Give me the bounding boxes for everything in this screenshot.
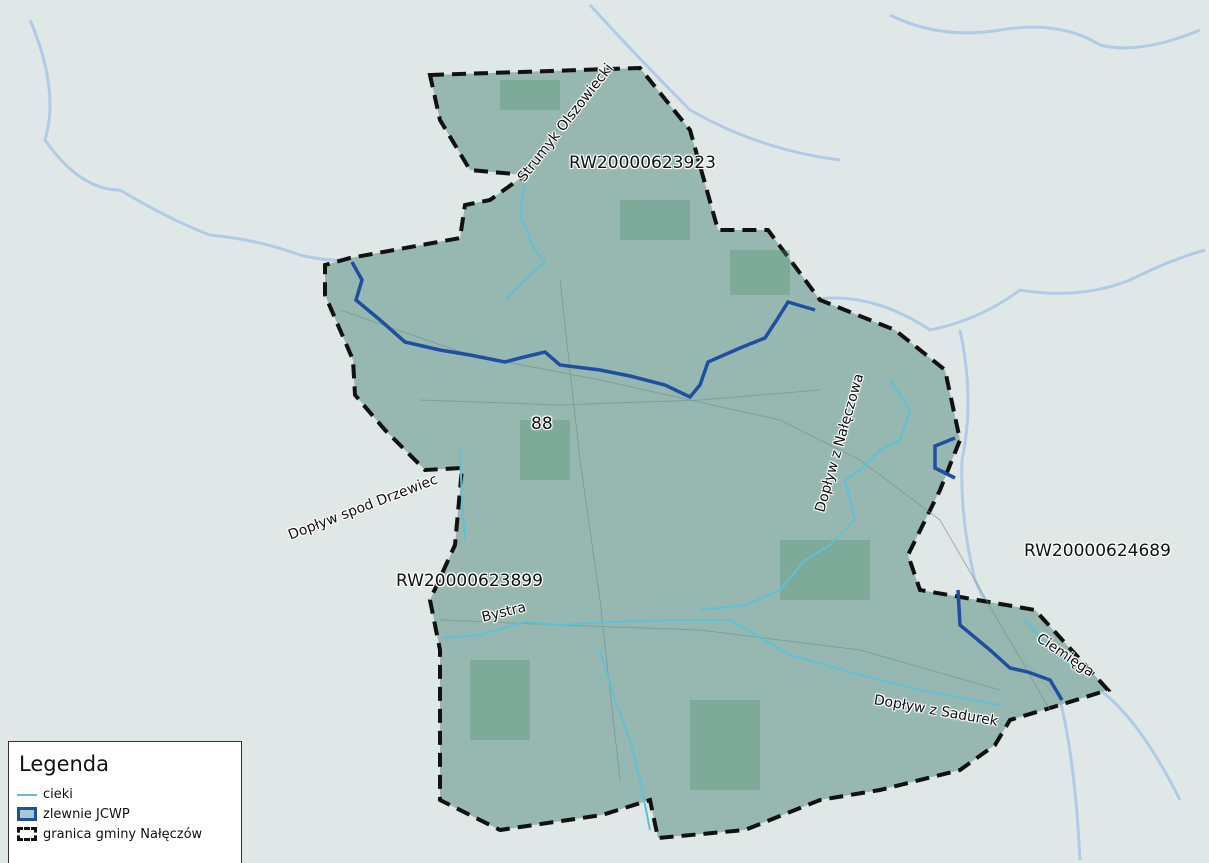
river-doplyw-z-naleczowa bbox=[699, 379, 912, 611]
legend-item-zlewnie: zlewnie JCWP bbox=[17, 804, 233, 824]
outer-river-1 bbox=[28, 19, 353, 262]
forest-patch-7 bbox=[520, 420, 570, 480]
catchment-boundary-2 bbox=[933, 436, 956, 480]
outer-river-3 bbox=[889, 13, 1201, 50]
municipality-area bbox=[323, 65, 1112, 841]
legend-item-label: granica gminy Nałęczów bbox=[43, 826, 203, 842]
river-doplyw-spod-drzewiec bbox=[459, 449, 466, 541]
outer-river-2 bbox=[588, 3, 841, 162]
river-strumyk-olszowiecki bbox=[504, 179, 547, 301]
legend-item-label: zlewnie JCWP bbox=[43, 806, 130, 822]
road-3 bbox=[559, 279, 621, 781]
forest-patch-2 bbox=[620, 200, 690, 240]
catchment-boundary-1 bbox=[350, 261, 816, 400]
legend-item-granica: granica gminy Nałęczów bbox=[17, 824, 233, 844]
forest-patch-1 bbox=[500, 80, 560, 110]
forest-patch-6 bbox=[470, 660, 530, 740]
outer-river-5 bbox=[958, 329, 1082, 861]
road-4 bbox=[419, 389, 821, 406]
catchment-boundary-3 bbox=[956, 589, 1064, 701]
label-88: 88 bbox=[531, 414, 553, 434]
river-bystra bbox=[442, 619, 1001, 706]
catchment-fill-icon bbox=[17, 807, 37, 821]
river-south bbox=[599, 649, 651, 831]
legend-title: Legenda bbox=[19, 752, 110, 776]
outer-river-6 bbox=[1099, 688, 1182, 801]
river-ciemiega bbox=[1024, 619, 1081, 673]
legend: Legenda cieki zlewnie JCWP granica gminy… bbox=[8, 741, 242, 863]
legend-item-cieki: cieki bbox=[17, 784, 233, 804]
label-rw20000623923: RW20000623923 bbox=[569, 153, 716, 173]
river-line-icon bbox=[17, 787, 37, 801]
legend-item-label: cieki bbox=[43, 786, 73, 802]
forest-patch-4 bbox=[780, 540, 870, 600]
border-dashed-icon bbox=[17, 827, 37, 841]
label-rw20000624689: RW20000624689 bbox=[1024, 541, 1171, 561]
forest-patch-5 bbox=[690, 700, 760, 790]
forest-patch-3 bbox=[730, 250, 790, 295]
label-rw20000623899: RW20000623899 bbox=[396, 571, 543, 591]
outer-river-4 bbox=[809, 248, 1206, 332]
